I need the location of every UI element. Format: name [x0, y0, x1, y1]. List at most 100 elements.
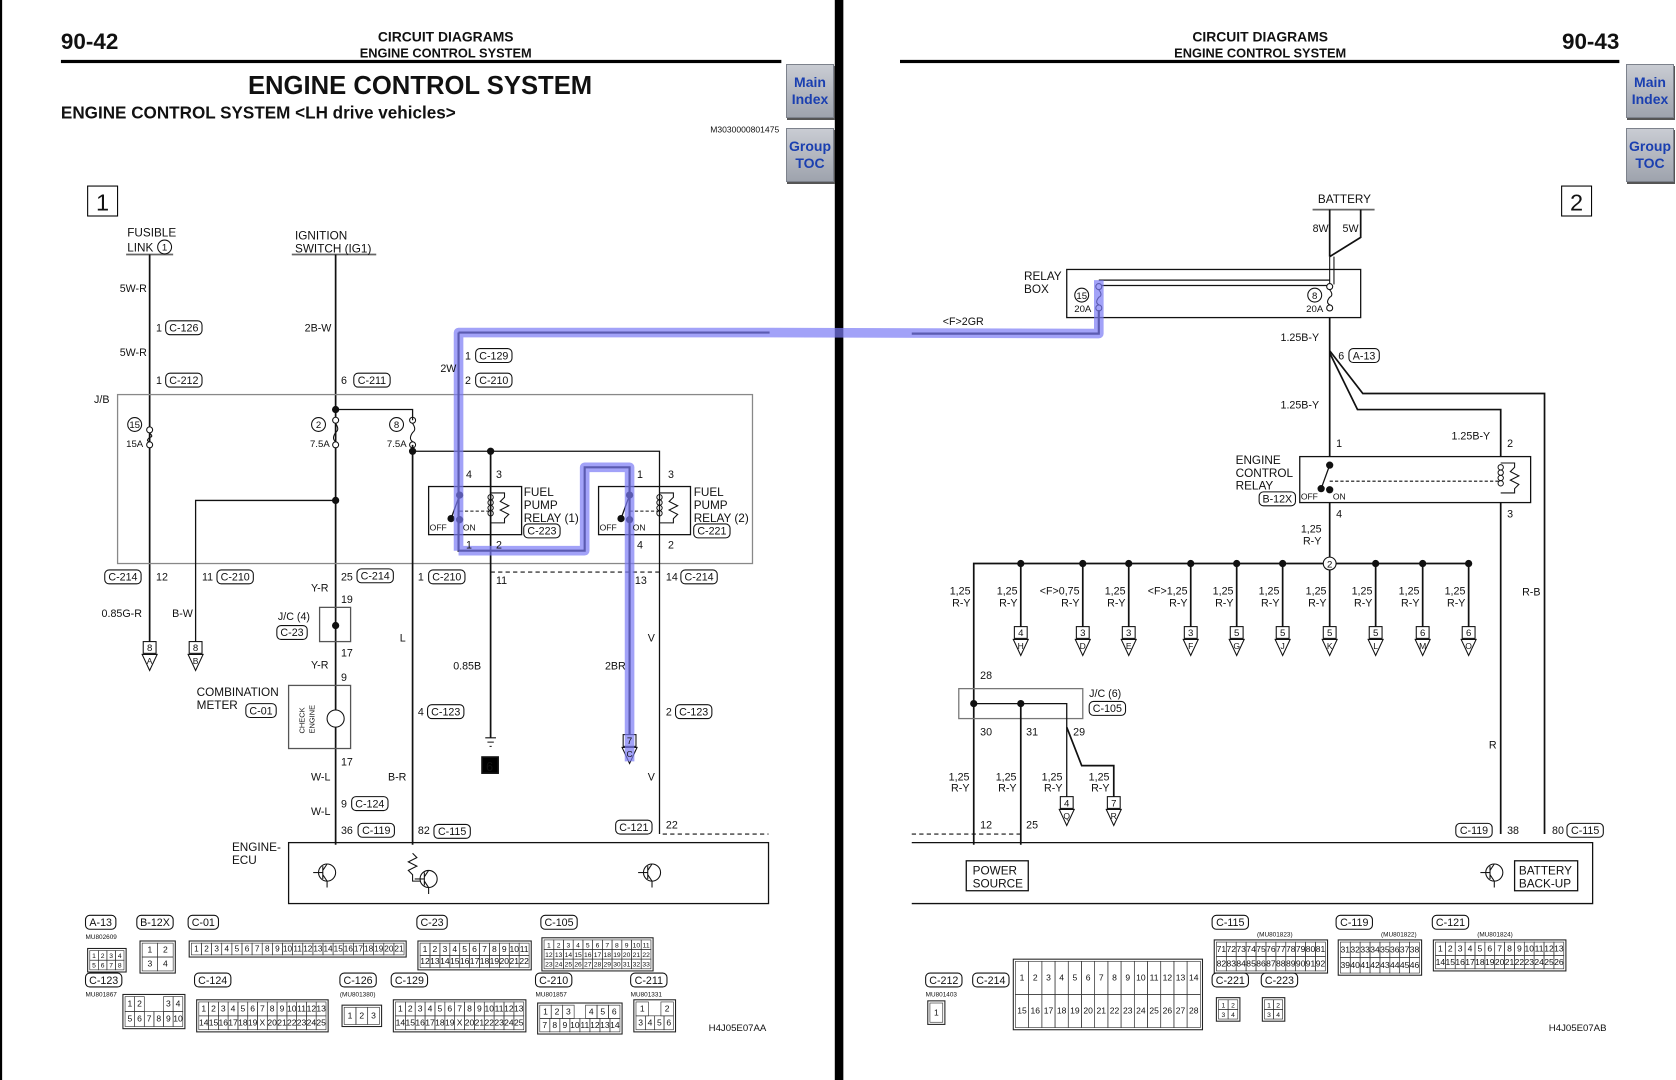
connector-pin-number: 2 [211, 1004, 216, 1014]
terminal-pin: 5 [1234, 628, 1239, 639]
label: 2 [668, 540, 674, 552]
connector-pin-number: 16 [460, 956, 470, 966]
connector-pin-number: 5 [92, 963, 96, 970]
bus-junction-number: 2 [1327, 559, 1332, 570]
connector-pin-number: 18 [603, 952, 611, 959]
connector-pin-cell [1409, 957, 1420, 974]
right-figure-code: H4J05E07AB [1549, 1023, 1607, 1034]
connector-pin-number: 11 [643, 942, 650, 949]
label: 28 [980, 670, 992, 682]
connector-pin-number: 44 [1390, 960, 1400, 970]
connector-pin-number: 3 [1458, 943, 1463, 953]
wire [412, 450, 661, 835]
connector-tag: C-23 [280, 627, 303, 639]
left-header-rule [60, 59, 782, 64]
junction-dot [1233, 559, 1241, 568]
label: 13 [635, 575, 647, 587]
wire [1065, 726, 1115, 797]
left-page-number: 90-42 [61, 29, 118, 54]
left-page-border [0, 0, 3, 1080]
label: BATTERY [1519, 865, 1572, 878]
connector-pin-number: 17 [354, 945, 364, 954]
connector-pin-number: 4 [231, 1004, 236, 1014]
connector-pin-number: 5 [1478, 943, 1483, 953]
connector-pin-number: 5 [240, 1004, 245, 1014]
connector-pin-number: 1 [194, 945, 199, 954]
connector-label-frame [972, 972, 1010, 988]
connector-pin-number: 2 [137, 999, 142, 1009]
connector-pin-number: 5 [462, 944, 467, 954]
label: PUMP [524, 499, 558, 512]
connector-pin-cell [663, 1015, 674, 1031]
terminal-box [142, 641, 157, 654]
terminal-box [1461, 626, 1476, 639]
main-index-button-right[interactable]: Main Index [1626, 64, 1674, 118]
terminal-pin: 8 [147, 643, 152, 654]
connector-label-frame [630, 972, 668, 988]
connector-pin-number: 34 [1370, 944, 1380, 954]
connector-pin-number: 2 [1448, 943, 1453, 953]
label: BATTERY [1318, 193, 1371, 206]
connector-pin-number: 21 [475, 1017, 485, 1027]
connector-pin-number: 13 [514, 1004, 524, 1014]
group-toc-label-1: Group [1629, 138, 1671, 154]
label: B-R [388, 772, 407, 784]
label: 1 [156, 375, 162, 387]
terminal-box [1229, 626, 1244, 639]
bus-drop-color: R-Y [1215, 597, 1233, 609]
connector-pin-number: 1 [1221, 1002, 1225, 1009]
connector-pin-number: 27 [584, 962, 592, 969]
connector-pin-number: 6 [245, 945, 250, 954]
connector-pin-number: 37 [1400, 944, 1410, 954]
label: BOX [1024, 283, 1049, 296]
label: 20A [1074, 304, 1092, 315]
label: 17 [341, 648, 353, 660]
connector-label: C-121 [1436, 917, 1465, 929]
terminal-triangle-icon [1367, 638, 1384, 657]
label: 22 [666, 820, 678, 832]
label: R-Y [1303, 535, 1321, 547]
relay-resistor-icon [1500, 462, 1521, 494]
terminal-box [1121, 626, 1136, 639]
connector-pin-number: 19 [248, 1017, 258, 1027]
connector-pin-number: 17 [594, 952, 602, 959]
label: B-W [172, 608, 194, 620]
junction-dot [1419, 559, 1427, 568]
connector-pin-number: 2 [408, 1004, 413, 1014]
main-index-button-left[interactable]: Main Index [786, 64, 834, 118]
connector-pin-number: 18 [364, 945, 374, 954]
label: 5W-R [120, 347, 147, 359]
label: 7.5A [310, 439, 330, 450]
connector-label-frame [339, 972, 377, 988]
connector-pin-number: 7 [147, 1014, 152, 1024]
bus-drop-color: R-Y [1061, 597, 1079, 609]
terminal-triangle-icon [1321, 638, 1339, 657]
fuel-pump-relay-1-box [427, 485, 523, 536]
group-toc-button-left[interactable]: Group TOC [786, 128, 834, 182]
connector-label-frame [84, 972, 123, 988]
connector-pin-number: 45 [1400, 960, 1410, 970]
connector-pin-number: 22 [519, 956, 529, 966]
connector-pin-number: 6 [472, 944, 477, 954]
terminal-pin: 5 [1280, 628, 1285, 639]
connector-pin-number: 3 [1221, 1012, 1225, 1019]
connector-pin-number: 2 [204, 945, 209, 954]
group-toc-button-right[interactable]: Group TOC [1626, 128, 1674, 182]
connector-pin-number: 23 [494, 1017, 504, 1027]
connector-pin-number: 15 [1446, 957, 1456, 967]
label: RELAY [1024, 270, 1062, 283]
group-toc-label-2: TOC [1635, 155, 1665, 171]
label: FUSIBLE [127, 226, 176, 239]
junction-dot [1125, 559, 1133, 568]
label: 11 [496, 575, 507, 587]
right-header-line2: ENGINE CONTROL SYSTEM [1174, 46, 1346, 61]
label: 2 [465, 375, 471, 387]
label: <F>2GR [943, 316, 984, 328]
connector-pin-cell [518, 955, 530, 969]
connector-pin-number: 6 [250, 1004, 255, 1014]
connector-pin-number: 6 [612, 1007, 617, 1017]
connector-pin-number: 2 [433, 944, 438, 954]
connector-pin-number: 41 [1360, 960, 1370, 970]
sheet-box-1 [87, 185, 119, 217]
